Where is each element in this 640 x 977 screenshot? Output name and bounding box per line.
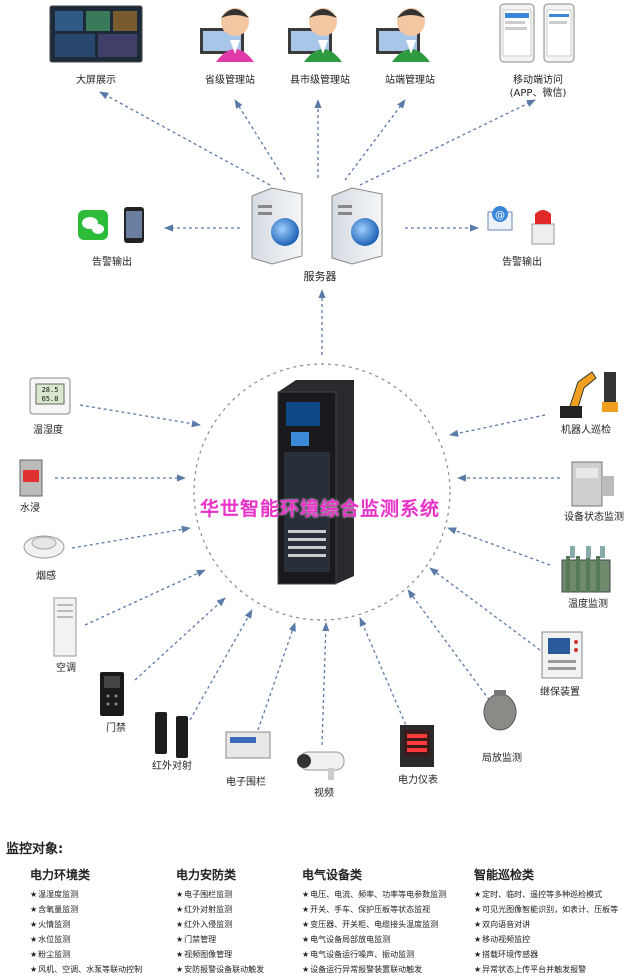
label-power-meter: 电力仪表	[398, 775, 438, 786]
city-operator-icon	[288, 8, 342, 62]
province-operator-icon	[200, 8, 254, 62]
label-site-station: 站端管理站	[385, 75, 435, 86]
inspection-robot-icon	[560, 371, 618, 418]
list-item: 电子围栏监测	[176, 887, 264, 902]
list-item: 风机、空调、水泵等联动控制	[30, 962, 142, 977]
label-temp-humidity: 温湿度	[33, 425, 63, 436]
label-water-leak: 水浸	[20, 503, 40, 514]
column-smart-inspection: 智能巡检类 定时、临时、遥控等多种巡检模式 可见光图像智能识别，如表计、压板等 …	[474, 866, 618, 977]
column-power-environment: 电力环境类 温湿度监测 含氧量监测 火情监测 水位监测 粉尘监测 风机、空调、水…	[30, 866, 142, 977]
list-item: 移动视频监控	[474, 932, 618, 947]
label-air-conditioner: 空调	[56, 663, 76, 674]
column-heading: 电力安防类	[176, 868, 237, 882]
power-meter-icon	[400, 725, 434, 767]
label-province-station: 省级管理站	[205, 75, 255, 86]
label-relay-protection: 继保装置	[540, 687, 580, 698]
column-heading: 电力环境类	[30, 868, 91, 882]
label-big-screen: 大屏展示	[76, 75, 116, 86]
list-item: 温湿度监测	[30, 887, 142, 902]
big-screen-icon	[49, 5, 143, 63]
list-item: 视频图像管理	[176, 947, 264, 962]
server-icon	[251, 187, 383, 265]
alarm-siren-icon	[531, 210, 555, 245]
column-power-security: 电力安防类 电子围栏监测 红外对射监测 红外入侵监测 门禁管理 视频图像管理 安…	[176, 866, 264, 977]
label-electronic-fence: 电子围栏	[226, 777, 266, 788]
label-mobile-sub: (APP、微信)	[509, 88, 567, 99]
label-access-control: 门禁	[106, 723, 126, 734]
sensor-reading-bottom: 65.8	[42, 395, 59, 403]
label-mobile-access: 移动端访问	[513, 75, 563, 86]
list-item: 门禁管理	[176, 932, 264, 947]
electronic-fence-icon	[225, 731, 271, 759]
station-operator-icon	[376, 8, 430, 62]
access-control-icon	[100, 672, 124, 716]
label-alarm-output-left: 告警输出	[92, 257, 132, 268]
list-item: 设备运行异常报警装置联动触发	[302, 962, 446, 977]
partial-discharge-monitor-icon	[483, 690, 517, 731]
label-equipment-status: 设备状态监测	[564, 512, 624, 523]
connection-arrows	[55, 91, 560, 746]
list-item: 水位监测	[30, 932, 142, 947]
label-server: 服务器	[303, 270, 337, 283]
list-item: 电气设备局部放电监测	[302, 932, 446, 947]
list-item: 安防报警设备联动触发	[176, 962, 264, 977]
hub-circle	[193, 363, 451, 621]
air-conditioner-icon	[53, 597, 77, 657]
label-temperature-monitor: 温度监测	[568, 599, 608, 610]
list-item: 电压、电流、频率、功率等电参数监测	[302, 887, 446, 902]
monitoring-cabinet	[277, 380, 354, 585]
list-item: 可见光图像智能识别，如表计、压板等	[474, 902, 618, 917]
label-video: 视频	[314, 788, 334, 799]
label-smoke: 烟感	[36, 571, 56, 582]
list-item: 红外入侵监测	[176, 917, 264, 932]
sensor-reading-top: 28.5	[42, 386, 59, 394]
smartphone-icon	[124, 207, 144, 243]
infrared-beam-icon	[155, 712, 188, 758]
surveillance-camera-icon	[297, 751, 345, 780]
column-electrical-equipment: 电气设备类 电压、电流、频率、功率等电参数监测 开关、手车、保护压板等状态监视 …	[302, 866, 446, 977]
svg-text:@: @	[495, 210, 505, 221]
monitor-objects-heading: 监控对象:	[6, 842, 64, 857]
transformer-icon	[561, 546, 611, 593]
label-alarm-output-right: 告警输出	[502, 257, 542, 268]
wechat-icon	[78, 210, 108, 240]
list-item: 粉尘监测	[30, 947, 142, 962]
list-item: 异常状态上传平台并触发报警	[474, 962, 618, 977]
list-item: 红外对射监测	[176, 902, 264, 917]
label-infrared-beam: 红外对射	[152, 761, 192, 772]
label-robot-inspection: 机器人巡检	[561, 425, 611, 436]
system-title: 华世智能环境综合监测系统	[199, 498, 440, 520]
list-item: 含氧量监测	[30, 902, 142, 917]
relay-protection-device-icon	[541, 631, 583, 679]
temperature-humidity-sensor-icon	[29, 377, 71, 415]
mobile-devices-icon	[499, 3, 575, 63]
list-item: 定时、临时、遥控等多种巡检模式	[474, 887, 618, 902]
column-heading: 智能巡检类	[474, 868, 535, 882]
list-item: 火情监测	[30, 917, 142, 932]
column-heading: 电气设备类	[302, 868, 363, 882]
list-item: 电气设备运行噪声、振动监测	[302, 947, 446, 962]
equipment-status-monitor-icon	[571, 461, 614, 507]
email-icon: @	[487, 206, 513, 231]
water-leak-sensor-icon	[19, 459, 43, 497]
label-city-station: 县市级管理站	[290, 75, 350, 86]
list-item: 双向语音对讲	[474, 917, 618, 932]
smoke-detector-icon	[23, 535, 65, 559]
label-partial-discharge: 局放监测	[482, 753, 522, 764]
list-item: 变压器、开关柜、电缆接头温度监测	[302, 917, 446, 932]
list-item: 开关、手车、保护压板等状态监视	[302, 902, 446, 917]
list-item: 搭载环境传感器	[474, 947, 618, 962]
